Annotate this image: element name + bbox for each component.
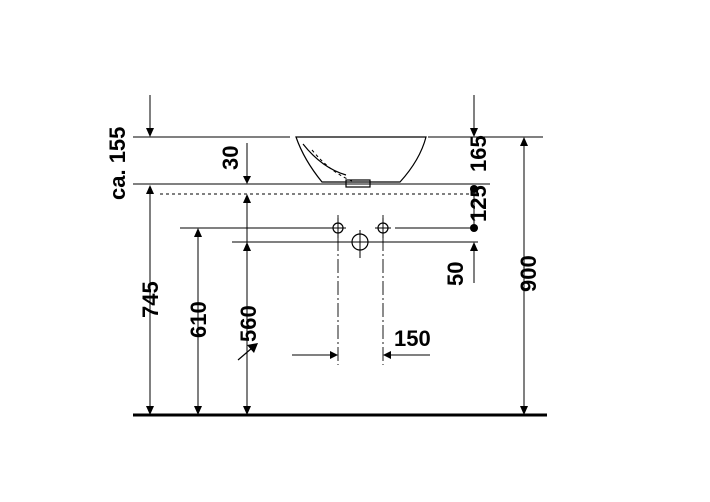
bowl-height-dimension [146, 95, 154, 408]
bowl-height-label: ca. 155 [105, 127, 130, 200]
arrow-northeast-icon [237, 343, 258, 361]
washbasin-bowl [295, 136, 427, 188]
top-to-wall-dimension [470, 95, 478, 228]
overall-height-dimension [520, 137, 528, 415]
tap-spacing-dimension [292, 351, 430, 359]
drain-height-dimension [194, 228, 202, 415]
wall-drop-label: 125 [466, 185, 491, 222]
supply-height-dimension [243, 242, 251, 415]
drain-outlet [346, 230, 374, 258]
tap-spacing-label: 150 [394, 326, 431, 351]
drain-height-label: 610 [186, 301, 211, 338]
rim-height-arrow [146, 406, 154, 415]
rim-thickness-dimension [243, 143, 251, 408]
rim-thickness-label: 30 [218, 146, 243, 170]
wall-to-drain-dimension [470, 242, 478, 283]
top-to-wall-label: 165 [466, 135, 491, 172]
rim-height-label: 745 [138, 281, 163, 318]
overall-height-label: 900 [516, 255, 541, 292]
wall-to-drain-label: 50 [443, 262, 468, 286]
supply-height-label: 560 [236, 305, 261, 342]
